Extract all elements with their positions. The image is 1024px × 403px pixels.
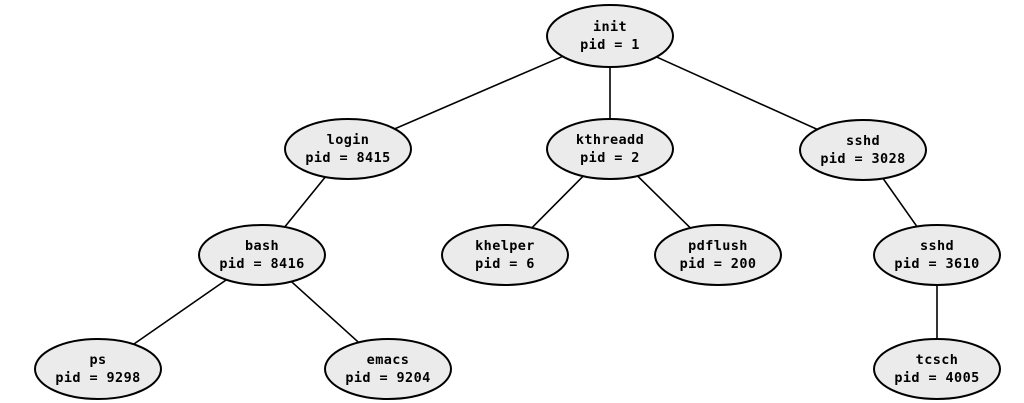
node-pid-ps: pid = 9298 bbox=[55, 370, 140, 386]
node-pid-kthreadd: pid = 2 bbox=[580, 150, 640, 166]
node-name-kthreadd: kthreadd bbox=[576, 132, 644, 148]
node-name-login: login bbox=[327, 132, 370, 148]
tree-edge-init-to-sshd1 bbox=[655, 56, 819, 131]
node-name-tcsch: tcsch bbox=[916, 352, 959, 368]
node-pid-pdflush: pid = 200 bbox=[680, 256, 757, 272]
process-node-init[interactable]: init pid = 1 bbox=[546, 4, 674, 68]
process-node-kthreadd[interactable]: kthreadd pid = 2 bbox=[546, 118, 674, 180]
process-node-login[interactable]: login pid = 8415 bbox=[284, 118, 412, 180]
node-ellipse-login bbox=[284, 118, 412, 180]
node-pid-init: pid = 1 bbox=[580, 37, 640, 53]
node-pid-emacs: pid = 9204 bbox=[345, 370, 430, 386]
node-name-init: init bbox=[593, 19, 627, 35]
node-name-pdflush: pdflush bbox=[688, 238, 748, 254]
tree-edge-sshd1-to-sshd2 bbox=[882, 177, 918, 228]
tree-edge-login-to-bash bbox=[283, 176, 327, 228]
node-name-sshd1: sshd bbox=[846, 133, 880, 149]
tree-edge-bash-to-ps bbox=[132, 278, 228, 346]
node-ellipse-ps bbox=[34, 338, 162, 400]
node-ellipse-bash bbox=[198, 224, 326, 286]
node-pid-sshd2: pid = 3610 bbox=[894, 256, 979, 272]
node-name-ps: ps bbox=[89, 352, 106, 368]
tree-edge-bash-to-emacs bbox=[290, 280, 360, 344]
node-name-sshd2: sshd bbox=[920, 238, 954, 254]
node-pid-bash: pid = 8416 bbox=[219, 256, 304, 272]
node-ellipse-tcsch bbox=[873, 338, 1001, 400]
tree-edge-kthreadd-to-khelper bbox=[531, 175, 584, 229]
node-name-emacs: emacs bbox=[367, 352, 410, 368]
node-ellipse-sshd1 bbox=[799, 119, 927, 181]
node-ellipse-emacs bbox=[324, 338, 452, 400]
node-name-bash: bash bbox=[245, 238, 279, 254]
node-ellipse-pdflush bbox=[654, 224, 782, 286]
node-ellipse-sshd2 bbox=[873, 224, 1001, 286]
node-pid-khelper: pid = 6 bbox=[475, 256, 535, 272]
process-node-sshd1[interactable]: sshd pid = 3028 bbox=[799, 119, 927, 181]
tree-edge-init-to-login bbox=[393, 55, 564, 130]
process-node-sshd2[interactable]: sshd pid = 3610 bbox=[873, 224, 1001, 286]
node-ellipse-khelper bbox=[441, 224, 569, 286]
node-ellipse-kthreadd bbox=[546, 118, 674, 180]
node-name-khelper: khelper bbox=[475, 238, 535, 254]
process-node-tcsch[interactable]: tcsch pid = 4005 bbox=[873, 338, 1001, 400]
node-pid-tcsch: pid = 4005 bbox=[894, 370, 979, 386]
process-node-pdflush[interactable]: pdflush pid = 200 bbox=[654, 224, 782, 286]
node-pid-sshd1: pid = 3028 bbox=[820, 151, 905, 167]
process-node-bash[interactable]: bash pid = 8416 bbox=[198, 224, 326, 286]
process-node-khelper[interactable]: khelper pid = 6 bbox=[441, 224, 569, 286]
tree-edge-kthreadd-to-pdflush bbox=[636, 175, 692, 229]
process-node-emacs[interactable]: emacs pid = 9204 bbox=[324, 338, 452, 400]
node-ellipse-init bbox=[546, 4, 674, 68]
node-layer: init pid = 1 login pid = 8415 kthreadd pid = … bbox=[34, 4, 1001, 400]
process-node-ps[interactable]: ps pid = 9298 bbox=[34, 338, 162, 400]
node-pid-login: pid = 8415 bbox=[305, 150, 390, 166]
edge-layer bbox=[132, 55, 938, 346]
